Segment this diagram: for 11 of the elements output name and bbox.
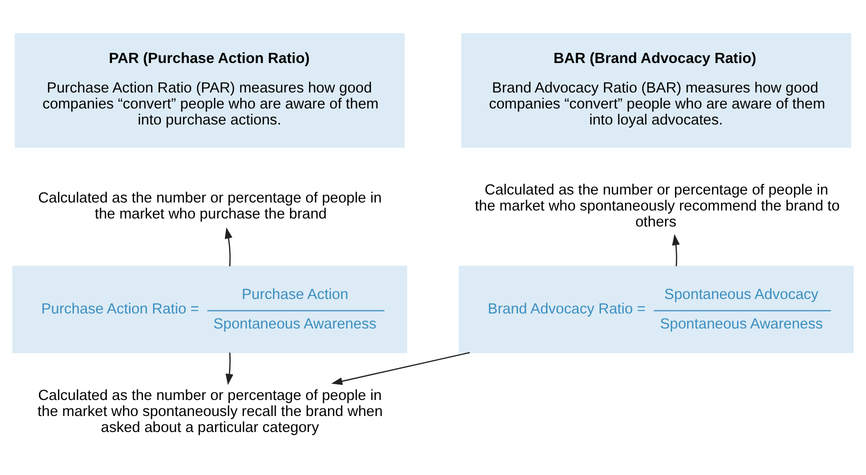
arrow (331, 352, 470, 386)
node-box: Purchase Action Ratio = Purchase Action Spontaneous Awareness (12, 266, 408, 354)
node-box: Brand Advocacy Ratio = Spontaneous Advocacy Spontaneous Awareness (458, 266, 854, 354)
node-box: PAR (Purchase Action Ratio) Purchase Action Ratio (PAR) measures how good companies “convert” people who are aware of them into purchase actions. (14, 33, 405, 148)
node-box: BAR (Brand Advocacy Ratio) Brand Advocacy Ratio (BAR) measures how good companies “convert” people who are aware of them into loyal advocates. (461, 33, 852, 148)
arrow (226, 352, 234, 385)
node-text: Calculated as the number or percentage of people in the market who spontaneously recommend the brand to others (474, 182, 840, 231)
node-text: Calculated as the number or percentage of people in the market who purchase the brand (38, 190, 382, 223)
arrow (224, 227, 232, 266)
arrow (672, 234, 680, 266)
node-text: Calculated as the number or percentage of people in the market who spontaneously recall the brand when asked about a particular category (38, 388, 383, 436)
